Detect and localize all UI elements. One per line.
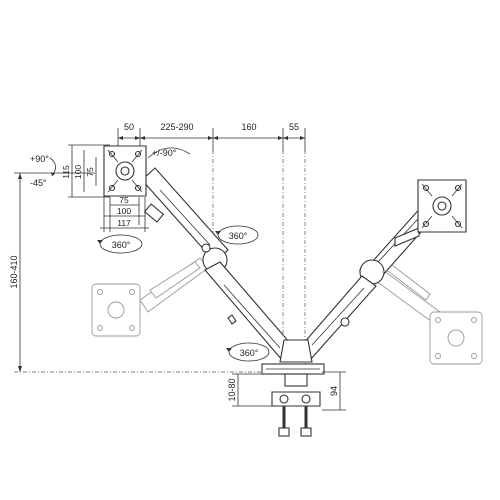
swivel-arrow-icon	[147, 147, 191, 159]
vesa-vert-75: 75	[85, 167, 95, 177]
vesa-horiz-117: 117	[117, 218, 131, 228]
rotation-screen-icon	[97, 234, 143, 254]
center-base	[261, 339, 325, 437]
dim-top-55: 55	[289, 122, 299, 132]
tilt-down-label: -45°	[30, 178, 47, 188]
rotation-arm-icon	[215, 225, 259, 245]
vesa-horizontal-dimensions	[100, 197, 149, 232]
dim-top-50: 50	[124, 122, 134, 132]
swivel-label: +/-90°	[152, 148, 177, 158]
left-vesa-plate	[103, 145, 147, 197]
rotation-base-label: 360°	[240, 348, 259, 358]
rotation-base-icon	[226, 342, 270, 362]
vesa-horiz-100: 100	[117, 206, 131, 216]
height-range-label: 160-410	[9, 255, 19, 288]
tilt-up-label: +90°	[30, 154, 49, 164]
vesa-vert-115: 115	[61, 165, 71, 179]
right-vesa-plate	[417, 179, 467, 233]
left-arm	[141, 167, 297, 361]
ghost-right-arm	[371, 261, 483, 365]
top-dimension-lines	[117, 128, 306, 152]
height-dimension	[14, 172, 270, 373]
vesa-horiz-75: 75	[119, 195, 129, 205]
rotation-arm-label: 360°	[229, 231, 248, 241]
vesa-vert-100: 100	[73, 165, 83, 179]
clamp-range-label: 10-80	[227, 378, 237, 401]
dim-top-225-290: 225-290	[160, 122, 193, 132]
vesa-vertical-dimensions	[68, 144, 110, 198]
rotation-screen-label: 360°	[112, 240, 131, 250]
dim-top-160: 160	[241, 122, 256, 132]
clamp-dimensions	[232, 371, 346, 411]
base-height-label: 94	[329, 386, 339, 396]
ghost-left-arm	[91, 257, 209, 337]
